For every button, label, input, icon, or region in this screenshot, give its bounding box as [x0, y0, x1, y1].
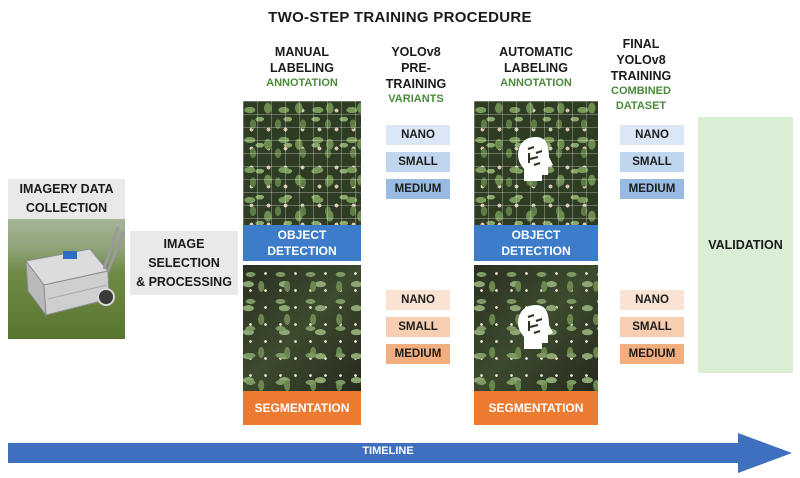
timeline-label: TIMELINE — [362, 445, 414, 457]
auto-detection-line1: OBJECT — [511, 228, 561, 242]
auto-detection-bar: OBJECT DETECTION — [474, 225, 598, 261]
manual-labeling-line2: LABELING — [270, 61, 334, 75]
bounding-box-overlay — [243, 101, 361, 225]
manual-detection-image — [243, 101, 361, 225]
final-seg-nano: NANO — [620, 290, 684, 310]
final-det-nano: NANO — [620, 125, 684, 145]
automatic-labeling-header: AUTOMATIC LABELING ANNOTATION — [474, 44, 598, 91]
automatic-labeling-sub: ANNOTATION — [500, 77, 572, 89]
pretraining-line1: YOLOv8 — [391, 45, 441, 59]
final-training-header: FINAL YOLOv8 TRAINING COMBINED DATASET — [598, 36, 684, 114]
final-training-line1: FINAL YOLOv8 — [616, 37, 666, 67]
auto-segmentation-label: SEGMENTATION — [488, 401, 584, 415]
imagery-line2: COLLECTION — [25, 201, 108, 215]
manual-labeling-line1: MANUAL — [274, 45, 330, 59]
selection-line1: IMAGE — [163, 236, 205, 251]
auto-detection-line2: DETECTION — [501, 244, 571, 258]
final-training-line2: TRAINING — [610, 69, 672, 83]
automatic-labeling-line2: LABELING — [504, 61, 568, 75]
manual-labeling-header: MANUAL LABELING ANNOTATION — [243, 44, 361, 91]
cart-icon — [25, 226, 125, 317]
pretrain-seg-small: SMALL — [386, 317, 450, 337]
manual-detection-line2: DETECTION — [267, 244, 337, 258]
manual-segmentation-image — [243, 265, 361, 391]
pretrain-seg-medium: MEDIUM — [386, 344, 450, 364]
manual-detection-bar: OBJECT DETECTION — [243, 225, 361, 261]
manual-segmentation-label: SEGMENTATION — [254, 401, 350, 415]
final-seg-small: SMALL — [620, 317, 684, 337]
auto-segmentation-image — [474, 265, 598, 391]
manual-detection-line1: OBJECT — [277, 228, 327, 242]
pretrain-det-nano: NANO — [386, 125, 450, 145]
automatic-labeling-line1: AUTOMATIC — [499, 45, 573, 59]
final-training-sub1: COMBINED — [611, 85, 671, 97]
manual-segmentation-bar: SEGMENTATION — [243, 391, 361, 425]
pretraining-header: YOLOv8 PRE-TRAINING VARIANTS — [372, 44, 460, 107]
image-selection-box: IMAGE SELECTION & PROCESSING — [130, 231, 238, 295]
validation-box: VALIDATION — [698, 117, 793, 373]
imagery-line1: IMAGERY DATA — [19, 182, 114, 196]
auto-segmentation-bar: SEGMENTATION — [474, 391, 598, 425]
pretraining-line2: PRE-TRAINING — [385, 61, 447, 91]
pretrain-seg-nano: NANO — [386, 290, 450, 310]
timeline-arrow — [8, 433, 792, 473]
ai-head-icon — [518, 137, 553, 181]
final-seg-medium: MEDIUM — [620, 344, 684, 364]
final-det-medium: MEDIUM — [620, 179, 684, 199]
selection-line2: SELECTION — [148, 255, 220, 270]
final-det-small: SMALL — [620, 152, 684, 172]
ai-head-icon-seg — [518, 305, 553, 349]
final-training-sub2: DATASET — [615, 100, 667, 112]
diagram-title: TWO-STEP TRAINING PROCEDURE — [268, 9, 532, 26]
imagery-collection-label: IMAGERY DATA COLLECTION — [8, 179, 125, 219]
pretrain-det-small: SMALL — [386, 152, 450, 172]
pretrain-det-medium: MEDIUM — [386, 179, 450, 199]
field-cart-photo — [8, 219, 125, 339]
manual-labeling-sub: ANNOTATION — [266, 77, 338, 89]
pretraining-sub: VARIANTS — [388, 93, 444, 105]
auto-detection-image — [474, 101, 598, 225]
selection-line3: & PROCESSING — [136, 274, 232, 289]
validation-label: VALIDATION — [708, 238, 783, 252]
